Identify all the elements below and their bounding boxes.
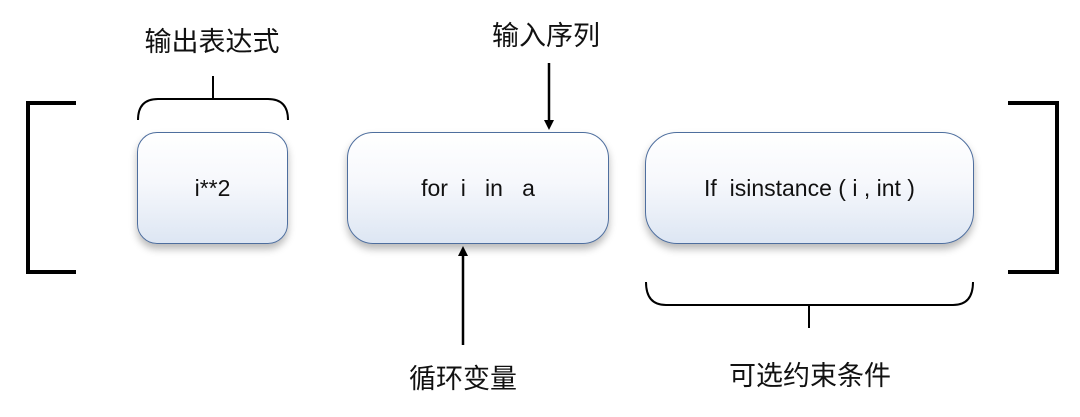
output-expression-label: 输出表达式 (144, 27, 280, 58)
optional-condition-label: 可选约束条件 (729, 361, 891, 392)
input-sequence-label: 输入序列 (492, 21, 600, 52)
condition-clause-box: If isinstance ( i , int ) (645, 132, 974, 244)
output-expression-brace (137, 76, 289, 121)
loop-clause-box: for i in a (347, 132, 609, 244)
optional-condition-brace (645, 281, 974, 328)
loop-variable-label: 循环变量 (409, 364, 517, 395)
right-outer-bracket (1008, 101, 1059, 274)
expression-box: i**2 (137, 132, 288, 244)
left-outer-bracket (26, 101, 76, 274)
